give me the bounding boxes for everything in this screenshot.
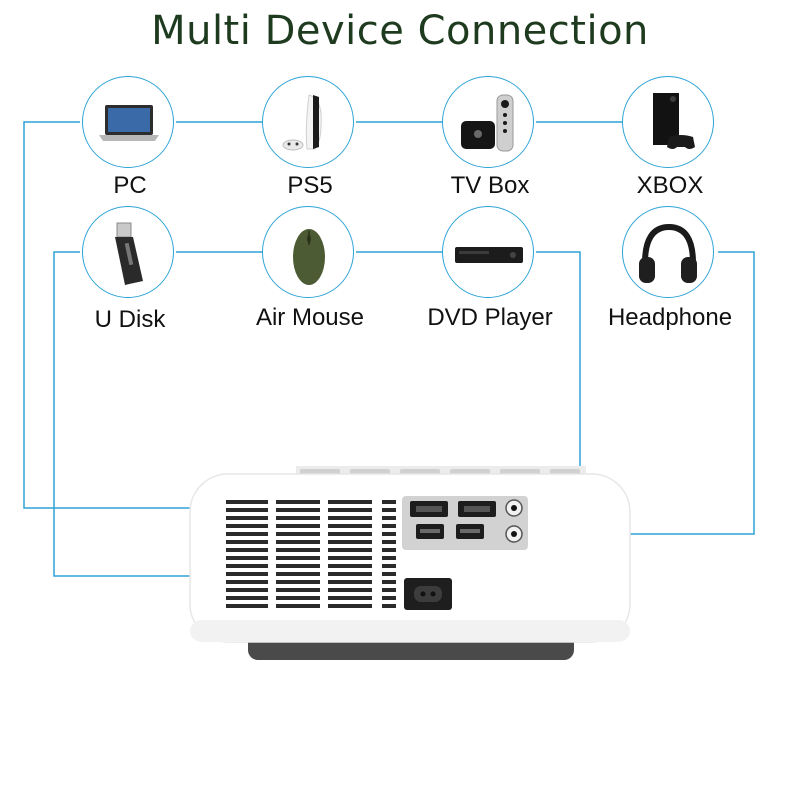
xbox-console-icon bbox=[653, 93, 695, 149]
device-label-dvd: DVD Player bbox=[427, 304, 553, 331]
usb-port-1 bbox=[416, 524, 444, 539]
mouse-icon bbox=[293, 229, 325, 285]
device-circle-ps5 bbox=[262, 76, 354, 168]
projector bbox=[189, 466, 631, 660]
hdmi-port-2 bbox=[458, 501, 496, 517]
laptop-icon bbox=[99, 105, 159, 141]
device-label-tvbox: TV Box bbox=[450, 172, 530, 199]
device-circle-udisk bbox=[82, 206, 174, 298]
page-title: Multi Device Connection bbox=[151, 8, 649, 54]
usb-port-2 bbox=[456, 524, 484, 539]
av-jack bbox=[505, 499, 523, 517]
headphone-icon bbox=[639, 223, 697, 283]
dvd-player-icon bbox=[455, 247, 523, 263]
device-circle-tvbox bbox=[442, 76, 534, 168]
device-label-pc: PC bbox=[113, 172, 147, 199]
power-socket bbox=[404, 578, 452, 610]
device-label-headphone: Headphone bbox=[607, 304, 733, 331]
vent-grille bbox=[226, 500, 396, 608]
device-circle-headphone bbox=[622, 206, 714, 298]
audio-jack bbox=[505, 525, 523, 543]
device-label-ps5: PS5 bbox=[287, 172, 333, 199]
device-circle-airmouse bbox=[262, 206, 354, 298]
device-circle-xbox bbox=[622, 76, 714, 168]
hdmi-port-1 bbox=[410, 501, 448, 517]
tv-box-icon bbox=[461, 94, 514, 152]
headphone-line bbox=[514, 251, 755, 535]
device-circle-pc bbox=[82, 76, 174, 168]
device-label-xbox: XBOX bbox=[636, 172, 704, 199]
ps5-console-icon bbox=[282, 94, 322, 151]
device-label-airmouse: Air Mouse bbox=[255, 304, 365, 331]
usb-drive-icon bbox=[115, 222, 143, 285]
device-label-udisk: U Disk bbox=[94, 306, 166, 333]
device-circle-dvd bbox=[442, 206, 534, 298]
projector-shadow bbox=[190, 620, 630, 642]
